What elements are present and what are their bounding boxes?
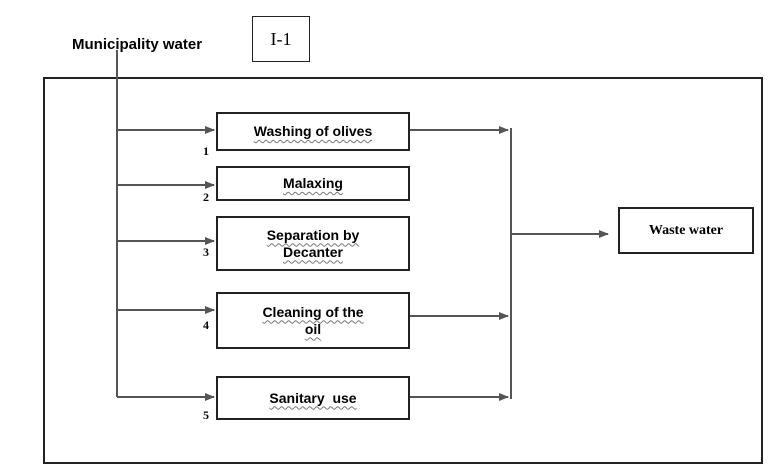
- source-label: Municipality water: [72, 36, 203, 53]
- output-waste-water: Waste water: [618, 207, 754, 254]
- process-label-line-2: oil: [304, 320, 322, 337]
- process-label: Washing of olives: [253, 123, 373, 139]
- process-label: Malaxing: [283, 175, 343, 191]
- process-number-4: 4: [203, 318, 209, 332]
- process-separation-by-decanter: Separation by Decanter: [216, 216, 410, 271]
- process-label: Sanitary use: [269, 389, 357, 406]
- figure-tag: I-1: [252, 16, 310, 62]
- diagram-frame: [43, 77, 763, 464]
- process-number-1: 1: [203, 144, 209, 158]
- process-label-line-1: Cleaning of the: [262, 303, 364, 320]
- process-sanitary-use: Sanitary use: [216, 376, 410, 420]
- process-washing-of-olives: Washing of olives: [216, 112, 410, 151]
- process-cleaning-of-the-oil: Cleaning of the oil: [216, 292, 410, 349]
- process-label-line-2: Decanter: [283, 243, 343, 260]
- process-number-3: 3: [203, 245, 209, 259]
- process-number-2: 2: [203, 190, 209, 204]
- process-malaxing: Malaxing: [216, 166, 410, 201]
- process-label-line-1: Separation by: [266, 226, 360, 243]
- process-number-5: 5: [203, 408, 209, 422]
